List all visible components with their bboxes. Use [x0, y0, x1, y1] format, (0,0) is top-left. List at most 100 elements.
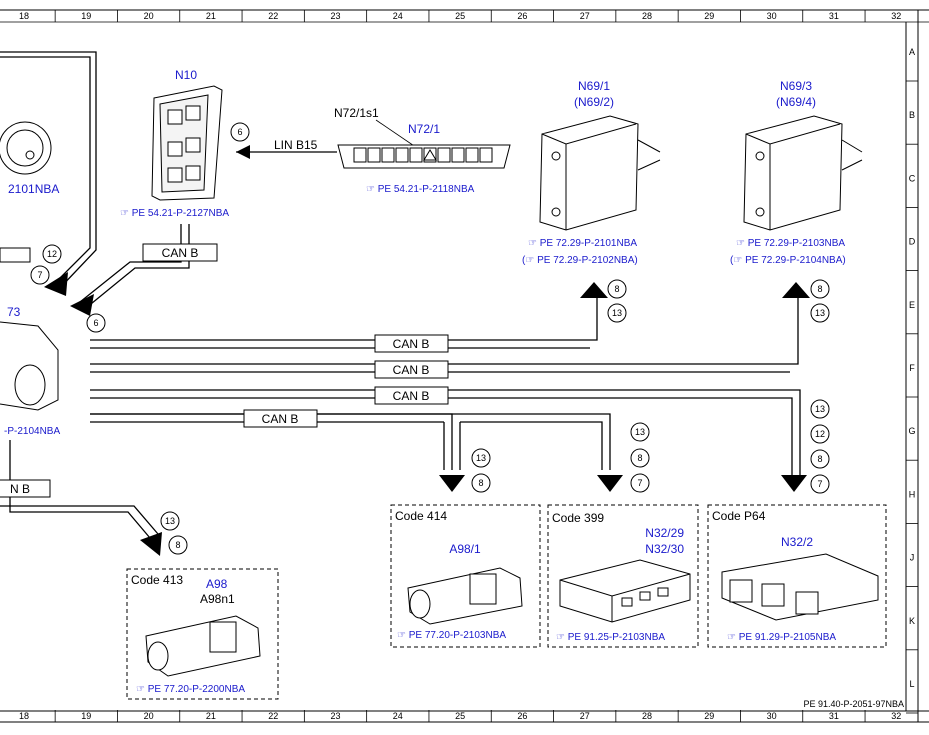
column-number: 25 [455, 11, 465, 21]
row-letter: H [909, 489, 916, 499]
column-number: 18 [19, 711, 29, 721]
row-letter: D [909, 237, 916, 247]
column-number: 22 [268, 711, 278, 721]
svg-text:8: 8 [817, 284, 822, 294]
n32-29-ref[interactable]: ☞ PE 91.25-P-2103NBA [556, 632, 665, 643]
n32-2-ref[interactable]: ☞ PE 91.29-P-2105NBA [727, 632, 836, 643]
a98-1-label: A98/1 [449, 542, 481, 556]
n69-3-callouts: 8 13 [810, 279, 830, 323]
code-414-label: Code 414 [395, 509, 447, 523]
a98-label: A98 [206, 577, 228, 591]
code-399-label: Code 399 [552, 511, 604, 525]
column-number: 27 [580, 711, 590, 721]
column-number: 29 [704, 11, 714, 21]
left-component-name: 73 [7, 305, 21, 319]
row-letter: F [909, 363, 915, 373]
column-number: 22 [268, 11, 278, 21]
row-letter: B [909, 110, 915, 120]
can-b-label-2: CAN B [393, 363, 430, 377]
n69-2-label: (N69/2) [574, 95, 614, 109]
row-letter: K [909, 616, 915, 626]
column-number: 26 [517, 711, 527, 721]
row-letter: J [910, 553, 915, 563]
n32-29-module-image [559, 559, 691, 623]
a98-1-ref[interactable]: ☞ PE 77.20-P-2103NBA [397, 630, 506, 641]
document-id: PE 91.40-P-2051-97NBA [803, 699, 904, 709]
svg-text:13: 13 [635, 427, 645, 437]
n32-2-callouts: 13 12 8 7 [810, 399, 830, 494]
svg-text:6: 6 [237, 127, 242, 137]
n69-3-module-image [743, 115, 863, 231]
svg-text:8: 8 [478, 478, 483, 488]
svg-text:8: 8 [637, 453, 642, 463]
column-number: 23 [330, 11, 340, 21]
column-number: 19 [81, 11, 91, 21]
n69-1-module-image [539, 115, 661, 231]
svg-text:6: 6 [93, 318, 98, 328]
wire-arrows [44, 145, 810, 556]
svg-text:13: 13 [815, 308, 825, 318]
column-number: 18 [19, 11, 29, 21]
column-number: 28 [642, 711, 652, 721]
svg-text:13: 13 [815, 404, 825, 414]
row-letter: L [909, 679, 914, 689]
code-414-box [390, 504, 541, 648]
code-413-box [126, 568, 279, 700]
column-number: 32 [891, 11, 901, 21]
left-ref-top: 2101NBA [8, 182, 59, 196]
n32-29-callouts: 13 8 7 [630, 422, 650, 493]
n10-module-image [151, 85, 223, 201]
a98-ref[interactable]: ☞ PE 77.20-P-2200NBA [136, 684, 245, 695]
column-number: 30 [767, 11, 777, 21]
column-number: 19 [81, 711, 91, 721]
svg-text:8: 8 [614, 284, 619, 294]
left-partial-component [0, 121, 59, 411]
n32-29-label: N32/29 [645, 526, 684, 540]
n10-callout-6: 6 [230, 122, 250, 142]
n69-3-ref[interactable]: ☞ PE 72.29-P-2103NBA [736, 238, 845, 249]
n69-4-ref[interactable]: (☞ PE 72.29-P-2104NBA) [730, 255, 846, 266]
a98-1-actuator-image [407, 567, 523, 625]
a98-callouts: 13 8 [160, 511, 188, 555]
svg-text:13: 13 [612, 308, 622, 318]
column-number: 28 [642, 11, 652, 21]
n32-2-label: N32/2 [781, 535, 813, 549]
column-number: 27 [580, 11, 590, 21]
n32-2-module-image [721, 553, 879, 621]
n10-ref[interactable]: ☞ PE 54.21-P-2127NBA [120, 208, 229, 219]
sheet-border [0, 9, 929, 723]
n69-3-label: N69/3 [780, 79, 812, 93]
column-number: 32 [891, 711, 901, 721]
column-number: 31 [829, 711, 839, 721]
column-number: 24 [393, 11, 403, 21]
a98-actuator-image [145, 615, 261, 677]
n69-1-callouts: 8 13 [607, 279, 627, 323]
code-p64-label: Code P64 [712, 509, 766, 523]
svg-text:12: 12 [815, 429, 825, 439]
svg-text:8: 8 [175, 540, 180, 550]
n69-2-ref[interactable]: (☞ PE 72.29-P-2102NBA) [522, 255, 638, 266]
column-number: 31 [829, 11, 839, 21]
n69-1-label: N69/1 [578, 79, 610, 93]
n72-ref[interactable]: ☞ PE 54.21-P-2118NBA [366, 184, 475, 195]
n32-30-label: N32/30 [645, 542, 684, 556]
column-number: 21 [206, 711, 216, 721]
row-letter: C [909, 173, 916, 183]
column-number: 26 [517, 11, 527, 21]
wiring [0, 51, 801, 539]
can-b-label-4: CAN B [262, 412, 299, 426]
n69-1-ref[interactable]: ☞ PE 72.29-P-2101NBA [528, 238, 637, 249]
n72-label: N72/1 [408, 122, 440, 136]
code-399-box [547, 504, 699, 648]
can-b-label-partial: N B [10, 482, 30, 496]
column-number: 20 [144, 11, 154, 21]
column-number: 29 [704, 711, 714, 721]
svg-text:12: 12 [47, 249, 57, 259]
n69-4-label: (N69/4) [776, 95, 816, 109]
code-413-label: Code 413 [131, 573, 183, 587]
row-letter: A [909, 47, 915, 57]
column-number: 23 [330, 711, 340, 721]
